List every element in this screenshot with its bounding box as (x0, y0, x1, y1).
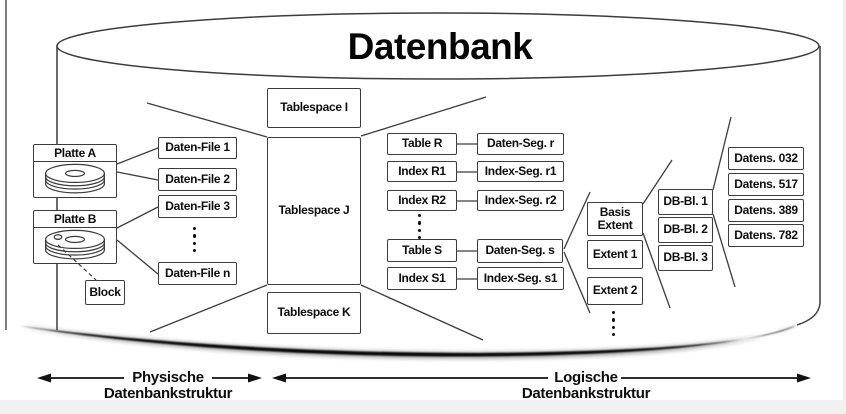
cylinder-top-ellipse (56, 12, 820, 80)
node-db-block-1: DB-Bl. 1 (658, 189, 713, 215)
node-disk-b: Platte B (33, 210, 117, 264)
disk-platter-icon-with-block-marker (45, 229, 105, 260)
node-table-s: Table S (387, 239, 457, 262)
node-daten-file-1: Daten-File 1 (158, 137, 237, 159)
node-daten-file-n: Daten-File n (158, 262, 237, 285)
node-table-r: Table R (387, 133, 457, 155)
ellipsis-dots-tables (418, 214, 422, 240)
fan-lines (146, 96, 736, 341)
node-index-seg-r1: Index-Seg. r1 (477, 161, 564, 182)
node-record-032: Datens. 032 (728, 147, 804, 170)
page-bottom-margin (0, 400, 846, 414)
node-basis-extent: Basis Extent (587, 202, 643, 236)
ellipsis-dots-files (193, 227, 197, 253)
node-index-seg-r2: Index-Seg. r2 (477, 190, 564, 211)
node-disk-a: Platte A (33, 144, 117, 198)
legend-physical-line1: Physische (128, 369, 208, 386)
diagram-title: Datenbank (347, 26, 533, 67)
page-right-margin (843, 0, 846, 414)
node-daten-file-2: Daten-File 2 (158, 168, 237, 191)
node-record-517: Datens. 517 (728, 173, 804, 196)
node-db-block-2: DB-Bl. 2 (658, 217, 713, 243)
node-daten-seg-s: Daten-Seg. s (477, 239, 563, 263)
node-index-r2: Index R2 (387, 190, 457, 211)
node-block: Block (85, 280, 125, 305)
node-tablespace-j: Tablespace J (267, 137, 361, 285)
node-index-r1: Index R1 (387, 161, 457, 182)
node-extent-2: Extent 2 (587, 277, 643, 305)
legend-logical-line2: Datenbankstruktur (506, 385, 666, 402)
node-db-block-3: DB-Bl. 3 (658, 245, 713, 271)
node-index-s1: Index S1 (387, 267, 457, 290)
node-daten-seg-r: Daten-Seg. r (477, 133, 564, 155)
disk-b-label: Platte B (34, 211, 116, 228)
legend-logical-line1: Logische (552, 369, 620, 386)
disk-platter-icon (45, 163, 105, 194)
node-record-389: Datens. 389 (728, 199, 804, 222)
node-tablespace-k: Tablespace K (267, 292, 361, 334)
ellipsis-dots-extents (612, 311, 616, 337)
node-extent-1: Extent 1 (587, 240, 643, 269)
node-tablespace-i: Tablespace I (267, 88, 361, 128)
node-daten-file-3: Daten-File 3 (158, 195, 237, 218)
node-index-seg-s1: Index-Seg. s1 (477, 267, 564, 290)
legend-physical-line2: Datenbankstruktur (88, 385, 248, 402)
cylinder-right-side (796, 46, 821, 326)
legend-arrows (37, 373, 811, 383)
disk-a-label: Platte A (34, 145, 116, 162)
connector-lines (116, 143, 477, 280)
node-record-782: Datens. 782 (728, 224, 804, 247)
